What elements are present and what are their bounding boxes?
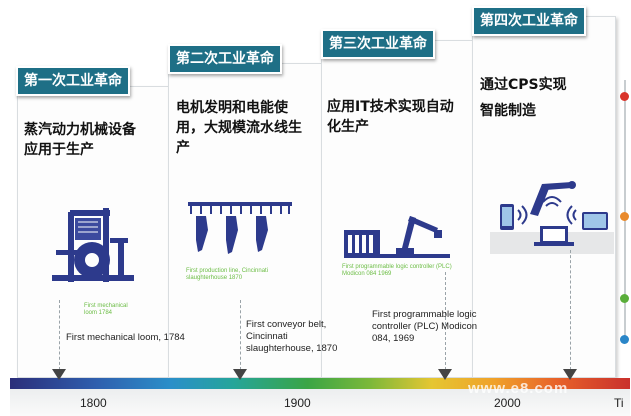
dashed-line-1 [59, 300, 60, 370]
dashed-line-3 [445, 272, 446, 370]
plc-caption: First programmable logic controller (PLC… [372, 309, 478, 344]
robot-arm-plc-icon [344, 216, 450, 258]
conveyor-carcass-icon [188, 202, 292, 254]
timeline-marker-1 [52, 369, 66, 380]
tab-first-revolution: 第一次工业革命 [16, 66, 130, 96]
loom-caption: First mechanical loom, 1784 [66, 332, 185, 343]
year-label-1800: 1800 [80, 396, 107, 410]
orange-dot [620, 212, 629, 221]
tab-fourth-revolution: 第四次工业革命 [472, 6, 586, 36]
blue-dot [620, 335, 629, 344]
panel-2 [168, 63, 322, 378]
red-dot [620, 92, 629, 101]
second-revolution-text: 电机发明和电能使用，大规模流水线生产 [176, 100, 302, 156]
year-label-1900: 1900 [284, 396, 311, 410]
conveyor-green-caption: First production line, Cincinnati slaugh… [186, 268, 269, 281]
year-label-2000: 2000 [494, 396, 521, 410]
timeline-marker-4 [563, 369, 577, 380]
first-revolution-text: 蒸汽动力机械设备应用于生产 [24, 122, 136, 158]
green-dot [620, 294, 629, 303]
dashed-line-2 [240, 300, 241, 370]
tab-third-revolution: 第三次工业革命 [321, 29, 435, 59]
conveyor-caption: First conveyor belt, Cincinnati slaughte… [246, 319, 338, 354]
dashed-line-4 [570, 250, 571, 370]
mechanical-loom-icon [52, 208, 134, 282]
plc-green-caption: First programmable logic controller (PLC… [342, 264, 452, 277]
tab-second-revolution: 第二次工业革命 [168, 44, 282, 74]
time-axis-label: Ti [614, 396, 624, 410]
third-revolution-text: 应用IT技术实现自动化生产 [327, 99, 454, 135]
loom-green-caption: First mechanical loom 1784 [84, 303, 128, 316]
watermark: www.e8.com [468, 380, 569, 397]
right-timeline-line [624, 80, 626, 340]
fourth-revolution-text: 通过CPS实现智能制造 [480, 77, 567, 119]
timeline-bottom-strip [10, 389, 630, 416]
panel-3 [321, 40, 475, 378]
timeline-marker-3 [438, 369, 452, 380]
timeline-marker-2 [233, 369, 247, 380]
cps-devices-icon [490, 181, 614, 254]
timeline-bar [10, 378, 630, 389]
